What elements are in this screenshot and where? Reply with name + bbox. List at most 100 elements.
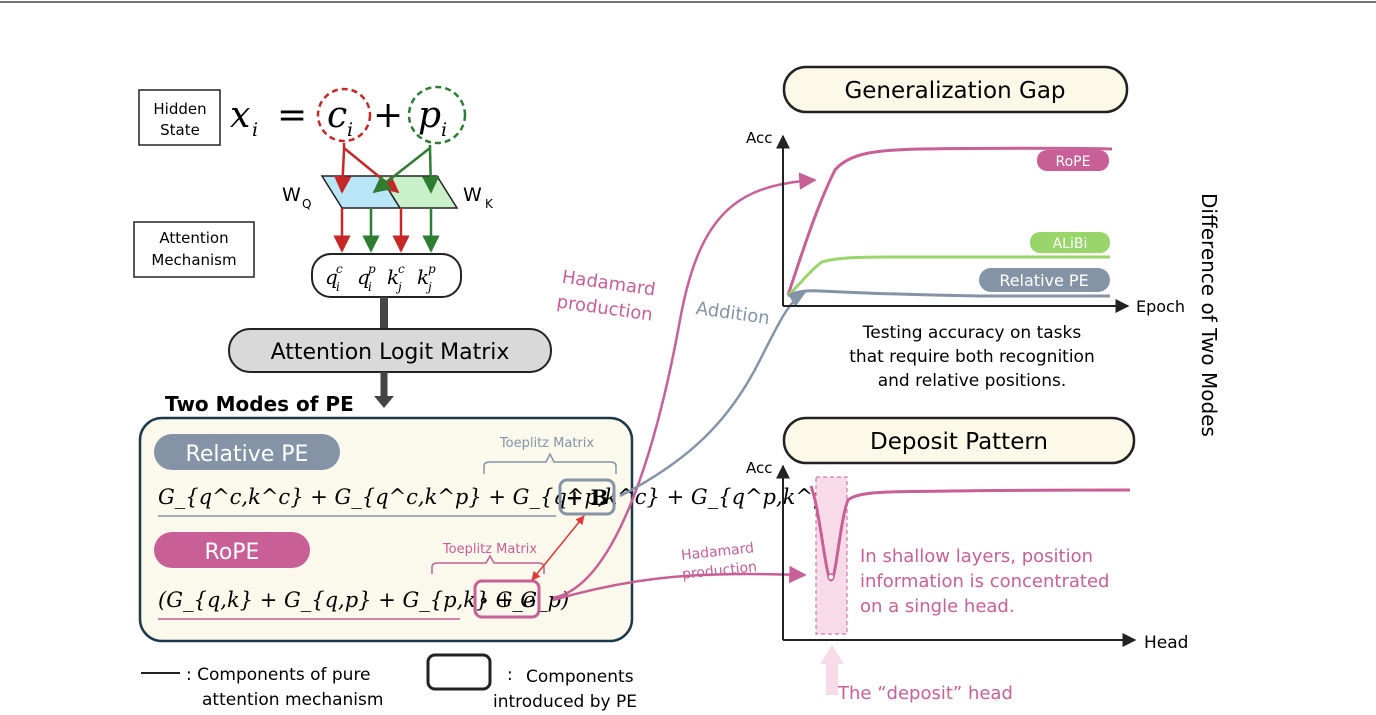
- qk-to-logit-connector: [380, 297, 388, 329]
- deposit-note-2: information is concentrated: [860, 571, 1109, 592]
- deposit-pattern-title: Deposit Pattern: [870, 429, 1048, 455]
- relative-series-badge: [979, 268, 1110, 292]
- hadamard-bottom-label-1: Hadamard: [680, 540, 754, 564]
- wq-label: W: [282, 184, 301, 206]
- bias-term-box: [558, 478, 616, 516]
- hadamard-to-gap-curve: [552, 172, 817, 600]
- relative-toeplitz-label: Toeplitz Matrix: [499, 436, 594, 451]
- qk-term-sup: c: [398, 262, 405, 276]
- qk-term-sub: i: [368, 280, 372, 294]
- qk-term-sup: p: [368, 262, 376, 276]
- position-circle: [407, 85, 467, 145]
- gap-series-line-relative-pe: [787, 289, 1110, 298]
- rope-toeplitz-label: Toeplitz Matrix: [442, 542, 537, 557]
- qk-term: q: [357, 265, 370, 289]
- hadamard-term: ∘ G_e: [479, 588, 536, 612]
- qk-term-sup: c: [336, 262, 343, 276]
- deposit-note-3: on a single head.: [860, 596, 1015, 617]
- deposit-head-band: [815, 476, 848, 635]
- gap-series-line-alibi: [787, 255, 1110, 297]
- eq-c-sub: i: [347, 119, 353, 141]
- relative-series-label: Relative PE: [999, 271, 1088, 290]
- logit-matrix-label: Attention Logit Matrix: [271, 340, 510, 365]
- deposit-head-label: The “deposit” head: [837, 683, 1013, 704]
- eq-plus: +: [373, 95, 403, 136]
- addition-label: Addition: [694, 298, 771, 329]
- deposit-y-axis-label: Acc: [746, 459, 773, 477]
- legend-line-desc-1: : Components of pure: [186, 665, 371, 685]
- deposit-note-1: In shallow layers, position: [860, 546, 1093, 567]
- pe-modes-panel: [138, 416, 634, 643]
- alibi-series-label: ALiBi: [1053, 236, 1088, 252]
- p-to-k-arrow: [421, 147, 440, 194]
- hadamard-term-box: [473, 579, 541, 619]
- hadamard-to-deposit-curve: [552, 565, 807, 602]
- alibi-series-badge: [1030, 232, 1110, 253]
- relative-pe-badge-label: Relative PE: [186, 442, 309, 467]
- wk-label: W: [463, 184, 482, 206]
- legend-box-desc-2: introduced by PE: [493, 692, 637, 712]
- relative-pe-formula: G_{q^c,k^c} + G_{q^c,k^p} + G_{q^p,k^c} …: [158, 485, 840, 509]
- hidden-state-label-2: State: [160, 121, 200, 139]
- content-circle: [316, 87, 372, 143]
- legend-box-colon: :: [507, 665, 513, 685]
- legend-line-desc-2: attention mechanism: [202, 690, 383, 710]
- attention-mechanism-box: [133, 221, 255, 278]
- attention-mechanism-label-1: Attention: [159, 229, 228, 247]
- deposit-curve: [809, 485, 1131, 582]
- attention-mechanism-label-2: Mechanism: [151, 251, 236, 269]
- gap-caption-2: that require both recognition: [849, 347, 1094, 367]
- deposit-min-marker: [827, 573, 835, 581]
- wq-sub: Q: [302, 197, 311, 211]
- logit-down-head: [374, 396, 394, 408]
- gap-x-axis-label: Epoch: [1136, 297, 1185, 316]
- generalization-gap-title: Generalization Gap: [844, 78, 1065, 104]
- qk-term: k: [417, 265, 429, 289]
- eq-x: x: [230, 95, 250, 136]
- deposit-pointer-head: [820, 645, 844, 664]
- qk-term-sub: i: [336, 280, 340, 294]
- relative-pe-badge: [154, 434, 340, 470]
- deposit-pointer-shaft: [826, 663, 838, 695]
- qk-term: q: [325, 265, 338, 289]
- rope-badge-label: RoPE: [205, 540, 260, 565]
- deposit-x-axis-label: Head: [1144, 633, 1188, 653]
- qk-term-sup: p: [428, 262, 436, 276]
- c-to-q-arrow: [334, 143, 352, 194]
- rope-series-label: RoPE: [1056, 154, 1091, 170]
- eq-p-sub: i: [441, 119, 447, 141]
- qk-term: k: [387, 265, 399, 289]
- two-modes-title: Two Modes of PE: [165, 392, 354, 416]
- rope-badge: [154, 532, 310, 568]
- logit-matrix-box: [228, 328, 552, 373]
- side-label: Difference of Two Modes: [1197, 193, 1221, 437]
- mode-comparison-arrow: [531, 515, 585, 581]
- eq-c: c: [327, 95, 347, 136]
- legend-box-desc-1: Components: [526, 667, 634, 687]
- eq-equals: =: [277, 95, 307, 136]
- qk-term-sub: j: [425, 280, 432, 294]
- gap-caption-3: and relative positions.: [878, 371, 1067, 391]
- gap-series-line-rope: [786, 146, 1113, 296]
- gap-caption-1: Testing accuracy on tasks: [862, 323, 1082, 343]
- addition-to-gap-curve: [619, 290, 807, 498]
- qk-term-sub: j: [395, 280, 402, 294]
- bias-term: + B: [566, 485, 609, 510]
- gap-series-group: [786, 146, 1113, 298]
- generalization-gap-title-box: [782, 65, 1129, 114]
- legend-box-sample: [426, 653, 492, 691]
- deposit-pattern-title-box: [782, 416, 1136, 465]
- hidden-state-label-1: Hidden: [153, 100, 206, 118]
- hidden-state-box: [138, 89, 221, 146]
- gap-y-axis-label: Acc: [746, 129, 773, 147]
- rope-series-badge: [1037, 150, 1109, 171]
- hadamard-bottom-label-2: production: [681, 559, 757, 583]
- eq-p: p: [418, 95, 441, 136]
- wk-sub: K: [485, 197, 494, 211]
- rope-formula: (G_{q,k} + G_{q,p} + G_{p,k} + G_p): [158, 588, 569, 612]
- eq-x-sub: i: [252, 119, 258, 141]
- relative-toeplitz-brace: [483, 452, 617, 474]
